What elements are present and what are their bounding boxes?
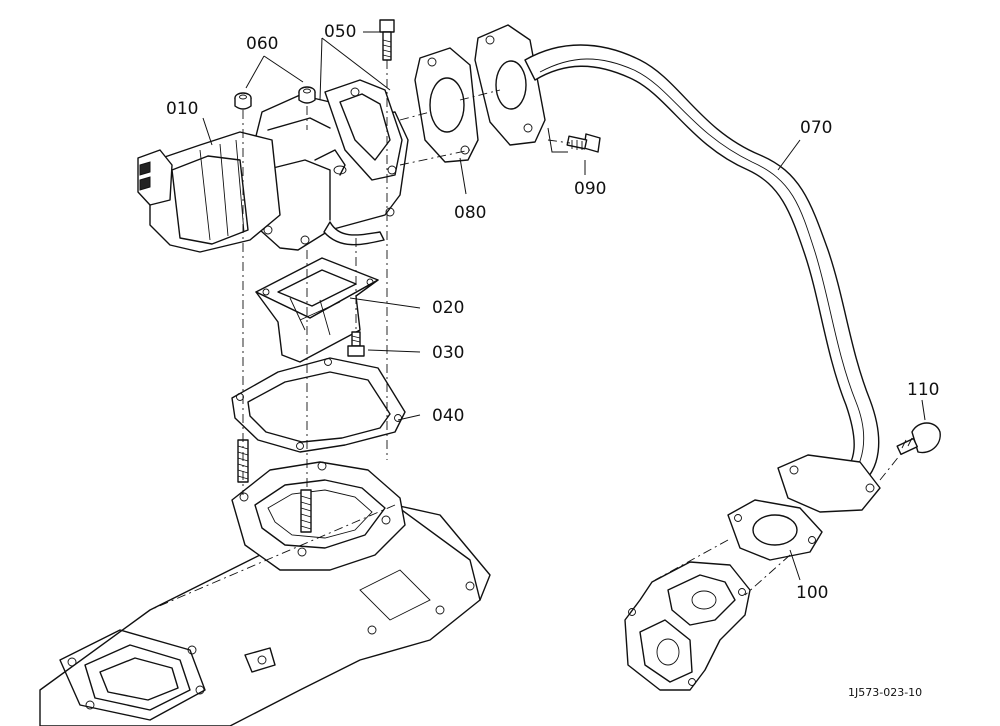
gasket-040 — [231, 357, 406, 453]
stud-center — [300, 489, 312, 533]
exhaust-adapter — [624, 561, 751, 691]
bolt-030 — [347, 331, 365, 357]
drawing-code: 1J573-023-10 — [848, 686, 922, 699]
egr-pipe-070 — [474, 24, 881, 513]
gasket-100 — [727, 499, 823, 561]
bolt-050 — [379, 19, 395, 61]
label-090: 090 — [574, 179, 606, 199]
bolt-110 — [896, 422, 941, 456]
label-030: 030 — [432, 343, 464, 363]
housing-020 — [255, 257, 379, 363]
alignment-lines — [149, 60, 901, 611]
label-110: 110 — [907, 380, 939, 400]
label-020: 020 — [432, 298, 464, 318]
gasket-080 — [414, 47, 479, 163]
label-040: 040 — [432, 406, 464, 426]
label-060: 060 — [246, 34, 278, 54]
label-100: 100 — [796, 583, 828, 603]
label-080: 080 — [454, 203, 486, 223]
nut-060-right — [298, 86, 316, 104]
label-010: 010 — [166, 99, 198, 119]
egr-valve-010 — [137, 79, 409, 253]
label-050: 050 — [324, 22, 356, 42]
nut-060-left — [234, 92, 252, 110]
bolt-090 — [566, 133, 601, 153]
label-070: 070 — [800, 118, 832, 138]
intake-manifold — [39, 504, 491, 726]
manifold-egr-flange — [231, 461, 406, 571]
leader-lines — [202, 31, 926, 581]
